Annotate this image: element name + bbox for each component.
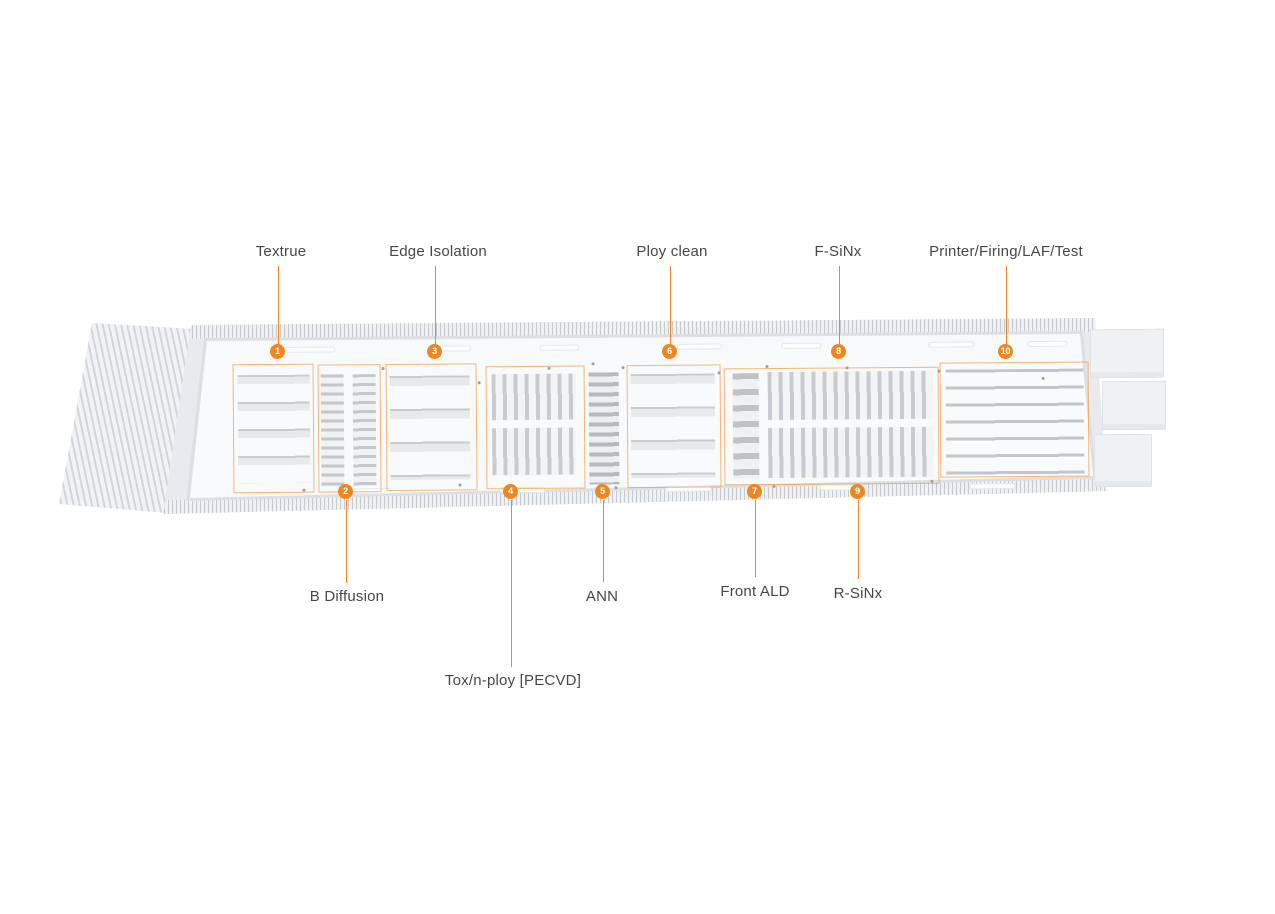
- callout-marker-8: 8: [831, 344, 846, 359]
- equipment-ploy-clean-tools: [630, 373, 716, 479]
- equipment-printer-lines: [945, 368, 1085, 478]
- callout-marker-6: 6: [662, 344, 677, 359]
- callout-marker-7: 7: [747, 484, 762, 499]
- callout-line-ann: [603, 500, 604, 582]
- callout-label-ploy-clean: Ploy clean: [636, 243, 708, 260]
- equipment-pecvd-array-top: [491, 373, 576, 421]
- callout-label-b-diffusion: B Diffusion: [309, 588, 385, 605]
- wall-slot: [928, 341, 975, 348]
- callout-label-edge-isolation: Edge Isolation: [389, 243, 487, 260]
- callout-line-pecvd: [511, 500, 512, 667]
- equipment-texture-tools: [237, 374, 311, 484]
- wall-slot: [1027, 340, 1068, 347]
- equipment-diffusion-rack-1: [320, 374, 345, 487]
- callout-marker-9: 9: [850, 484, 865, 499]
- callout-line-printer-firing-laf-test: [1006, 266, 1007, 345]
- callout-line-r-sinx: [858, 500, 859, 579]
- equipment-ann-stack: [588, 372, 620, 485]
- callout-label-ann: ANN: [585, 588, 619, 605]
- callout-marker-4: 4: [503, 484, 518, 499]
- equipment-pecvd-array-bottom: [492, 427, 577, 476]
- wall-slot: [539, 344, 580, 351]
- wall-slot: [969, 483, 1016, 490]
- callout-label-pecvd: Tox/n-ploy [PECVD]: [444, 672, 582, 689]
- equipment-f-sinx-array: [767, 370, 933, 421]
- equipment-r-sinx-array: [768, 426, 934, 479]
- callout-marker-1: 1: [270, 344, 285, 359]
- callout-marker-10: 10: [998, 344, 1013, 359]
- callout-marker-5: 5: [595, 484, 610, 499]
- callout-label-r-sinx: R-SiNx: [833, 585, 883, 602]
- wall-slot: [781, 342, 822, 349]
- callout-line-b-diffusion: [346, 500, 347, 583]
- equipment-edge-isolation-tools: [389, 375, 471, 481]
- callout-line-f-sinx: [839, 266, 840, 345]
- callout-line-front-ald: [755, 500, 756, 577]
- callout-label-f-sinx: F-SiNx: [814, 243, 862, 260]
- equipment-diffusion-rack-2: [352, 374, 377, 487]
- wall-slot: [676, 343, 723, 350]
- equipment-front-ald-column: [732, 373, 760, 480]
- callout-marker-3: 3: [427, 344, 442, 359]
- callout-line-ploy-clean: [670, 266, 671, 345]
- callout-label-textrue: Textrue: [255, 243, 307, 260]
- callout-label-front-ald: Front ALD: [720, 583, 790, 600]
- callout-label-printer-firing-laf-test: Printer/Firing/LAF/Test: [929, 243, 1083, 260]
- callout-marker-2: 2: [338, 484, 353, 499]
- callout-line-edge-isolation: [435, 266, 436, 345]
- callout-line-textrue: [278, 266, 279, 345]
